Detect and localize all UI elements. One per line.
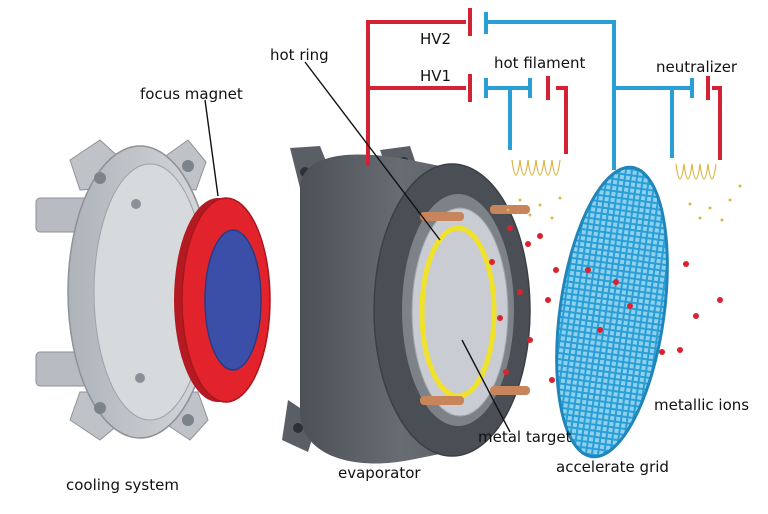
label-evaporator: evaporator	[338, 464, 421, 482]
leader-lines	[204, 61, 511, 433]
wiring	[366, 8, 722, 170]
evaporator	[282, 146, 531, 464]
label-hot-filament: hot filament	[494, 54, 585, 72]
metallic-ions	[489, 225, 723, 383]
label-metallic-ions: metallic ions	[654, 396, 749, 414]
label-hot-ring: hot ring	[270, 46, 329, 64]
hot-filament-coils	[511, 159, 717, 180]
label-accelerate-grid: accelerate grid	[556, 458, 669, 476]
cooling-system	[35, 139, 213, 441]
label-metal-target: metal target	[478, 428, 572, 446]
label-cooling-system: cooling system	[66, 476, 179, 494]
label-neutralizer: neutralizer	[656, 58, 738, 76]
accelerate-grid	[555, 165, 669, 459]
label-hv2: HV2	[420, 30, 451, 48]
focus-magnet	[174, 197, 271, 403]
label-focus-magnet: focus magnet	[140, 85, 243, 103]
filament-sparks	[506, 184, 742, 222]
label-hv1: HV1	[420, 67, 451, 85]
